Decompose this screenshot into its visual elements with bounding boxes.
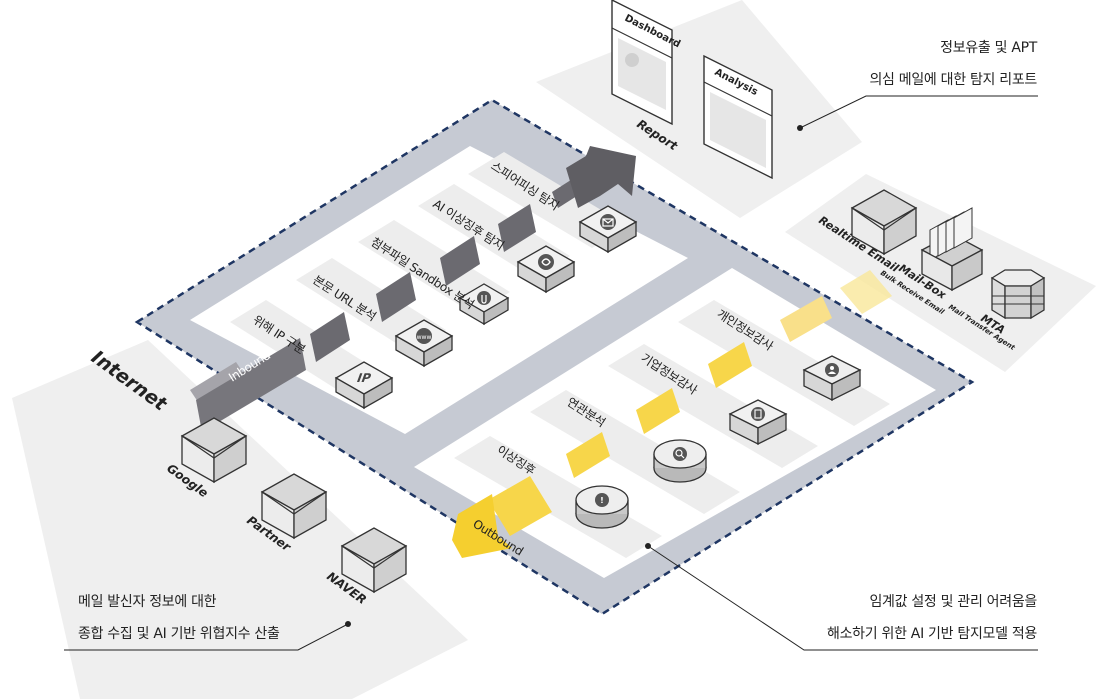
company-icon: [728, 399, 788, 446]
ai-icon: [516, 245, 576, 294]
realtime-email-icon: [850, 189, 918, 256]
analysis-document: Analysis: [703, 54, 773, 180]
callout-line: 정보유출 및 APT: [940, 40, 1037, 56]
mail-box-icon: [920, 207, 984, 292]
inbound-arrow: [190, 146, 636, 432]
dashboard-document: Dashboard: [611, 0, 682, 126]
partner-mail-icon: [260, 473, 328, 540]
callout-line: 메일 발신자 정보에 대한: [78, 594, 217, 610]
internet-callout: 메일 발신자 정보에 대한 종합 수집 및 AI 기반 위협지수 산출: [78, 586, 280, 650]
outbound-arrow: Outbound: [452, 270, 892, 558]
paperclip-icon: [458, 283, 510, 326]
callout-leaders: [64, 95, 1038, 651]
callout-line: 의심 메일에 대한 탐지 리포트: [869, 72, 1037, 88]
callout-line: 해소하기 위한 AI 기반 탐지모델 적용: [827, 626, 1037, 642]
svg-text:IP: IP: [355, 370, 374, 385]
internet-plate: [12, 340, 468, 699]
report-callout: 정보유출 및 APT 의심 메일에 대한 탐지 리포트: [869, 32, 1037, 96]
www-icon: www: [394, 319, 454, 368]
alert-icon: !: [575, 485, 629, 529]
callout-line: 종합 수집 및 AI 기반 위협지수 산출: [78, 626, 280, 642]
google-mail-icon: [180, 417, 248, 484]
search-icon: [653, 439, 707, 483]
ip-icon: IP: [334, 361, 394, 410]
phishing-mail-icon: [578, 205, 638, 254]
naver-mail-icon: [340, 527, 408, 594]
ai-model-callout: 임계값 설정 및 관리 어려움을 해소하기 위한 AI 기반 탐지모델 적용: [827, 586, 1037, 650]
mta-server-icon: [990, 269, 1046, 320]
callout-line: 임계값 설정 및 관리 어려움을: [869, 594, 1037, 610]
outbound-icons: !: [575, 355, 862, 529]
svg-text:!: !: [600, 496, 604, 505]
inbound-icons: IP www: [334, 205, 638, 410]
person-icon: [802, 355, 862, 402]
svg-text:www: www: [417, 334, 432, 341]
